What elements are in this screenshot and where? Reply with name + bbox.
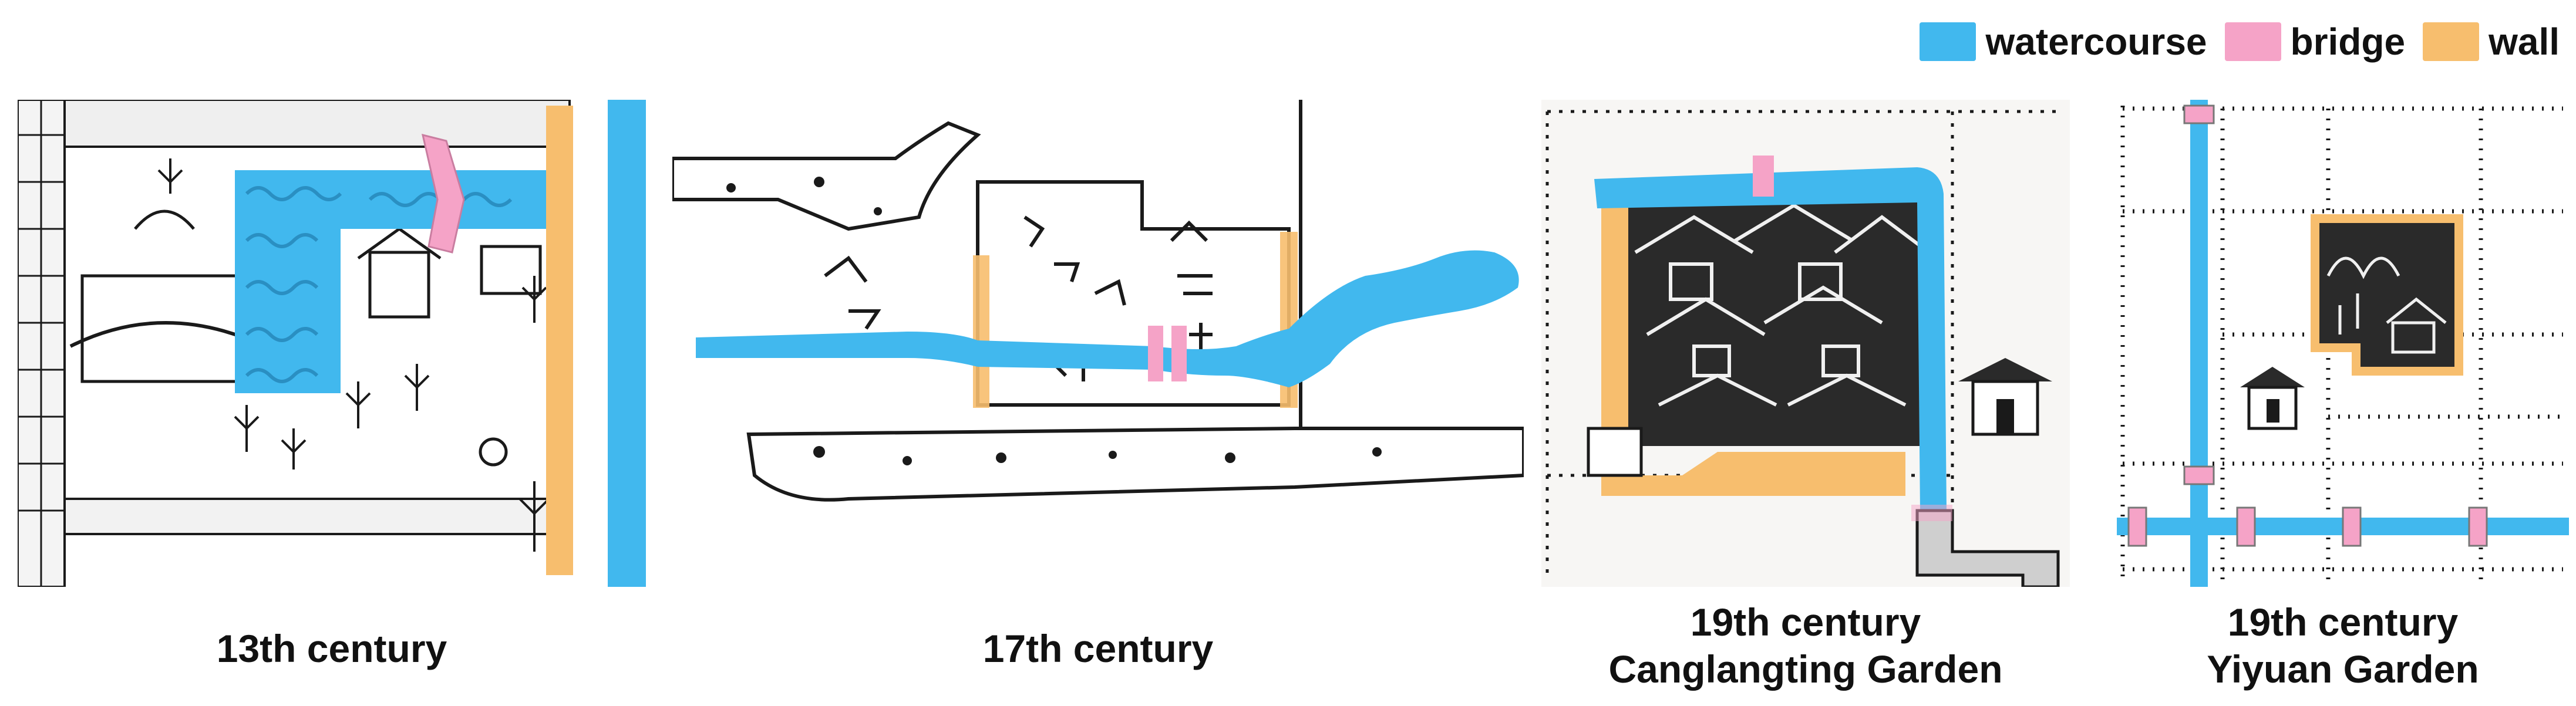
legend-item-wall: wall — [2423, 20, 2560, 63]
map-canglangting-garden — [1541, 100, 2070, 587]
bridge-swatch — [2224, 22, 2281, 61]
map-yiyuan-garden — [2117, 100, 2569, 587]
panel-canglangting-garden — [1541, 100, 2070, 587]
watercourse-swatch — [1920, 22, 1976, 61]
caption-yiyuan-line2: Yiyuan Garden — [2207, 647, 2479, 691]
legend: watercourse bridge wall — [1902, 20, 2560, 63]
caption-canglangting-line2: Canglangting Garden — [1608, 647, 2003, 691]
wall-swatch — [2423, 22, 2480, 61]
map-13th-century — [18, 100, 646, 587]
caption-17th-century-text: 17th century — [982, 627, 1214, 670]
panel-yiyuan-garden — [2117, 100, 2569, 587]
caption-13th-century: 13th century — [18, 625, 646, 672]
caption-canglangting-garden: 19th century Canglangting Garden — [1541, 599, 2070, 693]
panel-17th-century — [672, 100, 1524, 587]
legend-item-bridge: bridge — [2224, 20, 2406, 63]
caption-17th-century: 17th century — [672, 625, 1524, 672]
panel-13th-century — [18, 100, 646, 587]
caption-13th-century-text: 13th century — [216, 627, 447, 670]
legend-label-bridge: bridge — [2290, 21, 2406, 63]
map-17th-century — [672, 100, 1524, 587]
legend-label-watercourse: watercourse — [1985, 21, 2207, 63]
legend-label-wall: wall — [2489, 21, 2560, 63]
caption-yiyuan-garden: 19th century Yiyuan Garden — [2117, 599, 2569, 693]
caption-canglangting-line1: 19th century — [1690, 600, 1921, 644]
legend-item-watercourse: watercourse — [1920, 20, 2207, 63]
caption-yiyuan-line1: 19th century — [2227, 600, 2459, 644]
